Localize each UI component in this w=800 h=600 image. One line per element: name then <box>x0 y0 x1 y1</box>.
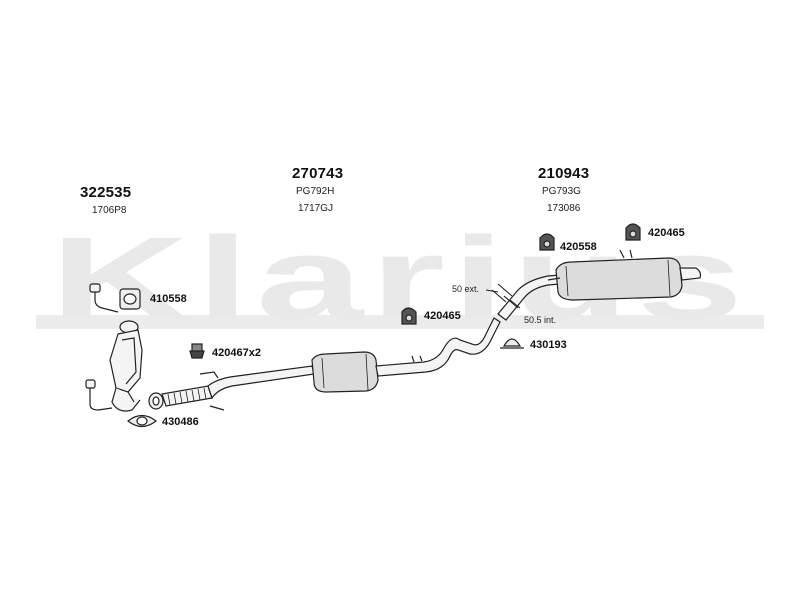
group-code-210943: 210943 <box>538 165 590 182</box>
catalytic-converter <box>85 283 143 412</box>
part-label-420465-rear: 420465 <box>648 227 685 239</box>
part-label-430486: 430486 <box>162 416 199 428</box>
rubber-hanger-icon <box>401 307 417 325</box>
rubber-hanger-icon <box>539 233 555 251</box>
outlet-flange <box>148 392 164 410</box>
part-label-410558: 410558 <box>150 293 187 305</box>
group-sub-1717gj: 1717GJ <box>298 203 334 214</box>
group-sub-pg792h: PG792H <box>296 186 335 197</box>
exhaust-clamp-icon <box>500 338 524 349</box>
group-sub-173086: 173086 <box>547 203 581 214</box>
group-sub-1706p8: 1706P8 <box>92 205 127 216</box>
note-50-5-int: 50.5 int. <box>524 315 557 325</box>
middle-pipe <box>161 317 501 411</box>
group-code-322535: 322535 <box>80 184 132 201</box>
pipe-joint-marks <box>485 283 521 309</box>
flange-gasket-icon <box>127 414 157 428</box>
part-label-420467x2: 420467x2 <box>212 347 261 359</box>
part-label-430193: 430193 <box>530 339 567 351</box>
part-label-420465-middle: 420465 <box>424 310 461 322</box>
gasket-ring-icon <box>119 288 141 310</box>
part-label-420558: 420558 <box>560 241 597 253</box>
group-code-270743: 270743 <box>292 165 344 182</box>
rubber-hanger-icon <box>625 223 641 241</box>
rear-pipe-and-silencer <box>497 249 702 321</box>
rubber-mount-icon <box>189 343 205 359</box>
group-sub-pg793g: PG793G <box>542 186 581 197</box>
note-50-ext: 50 ext. <box>452 284 480 294</box>
